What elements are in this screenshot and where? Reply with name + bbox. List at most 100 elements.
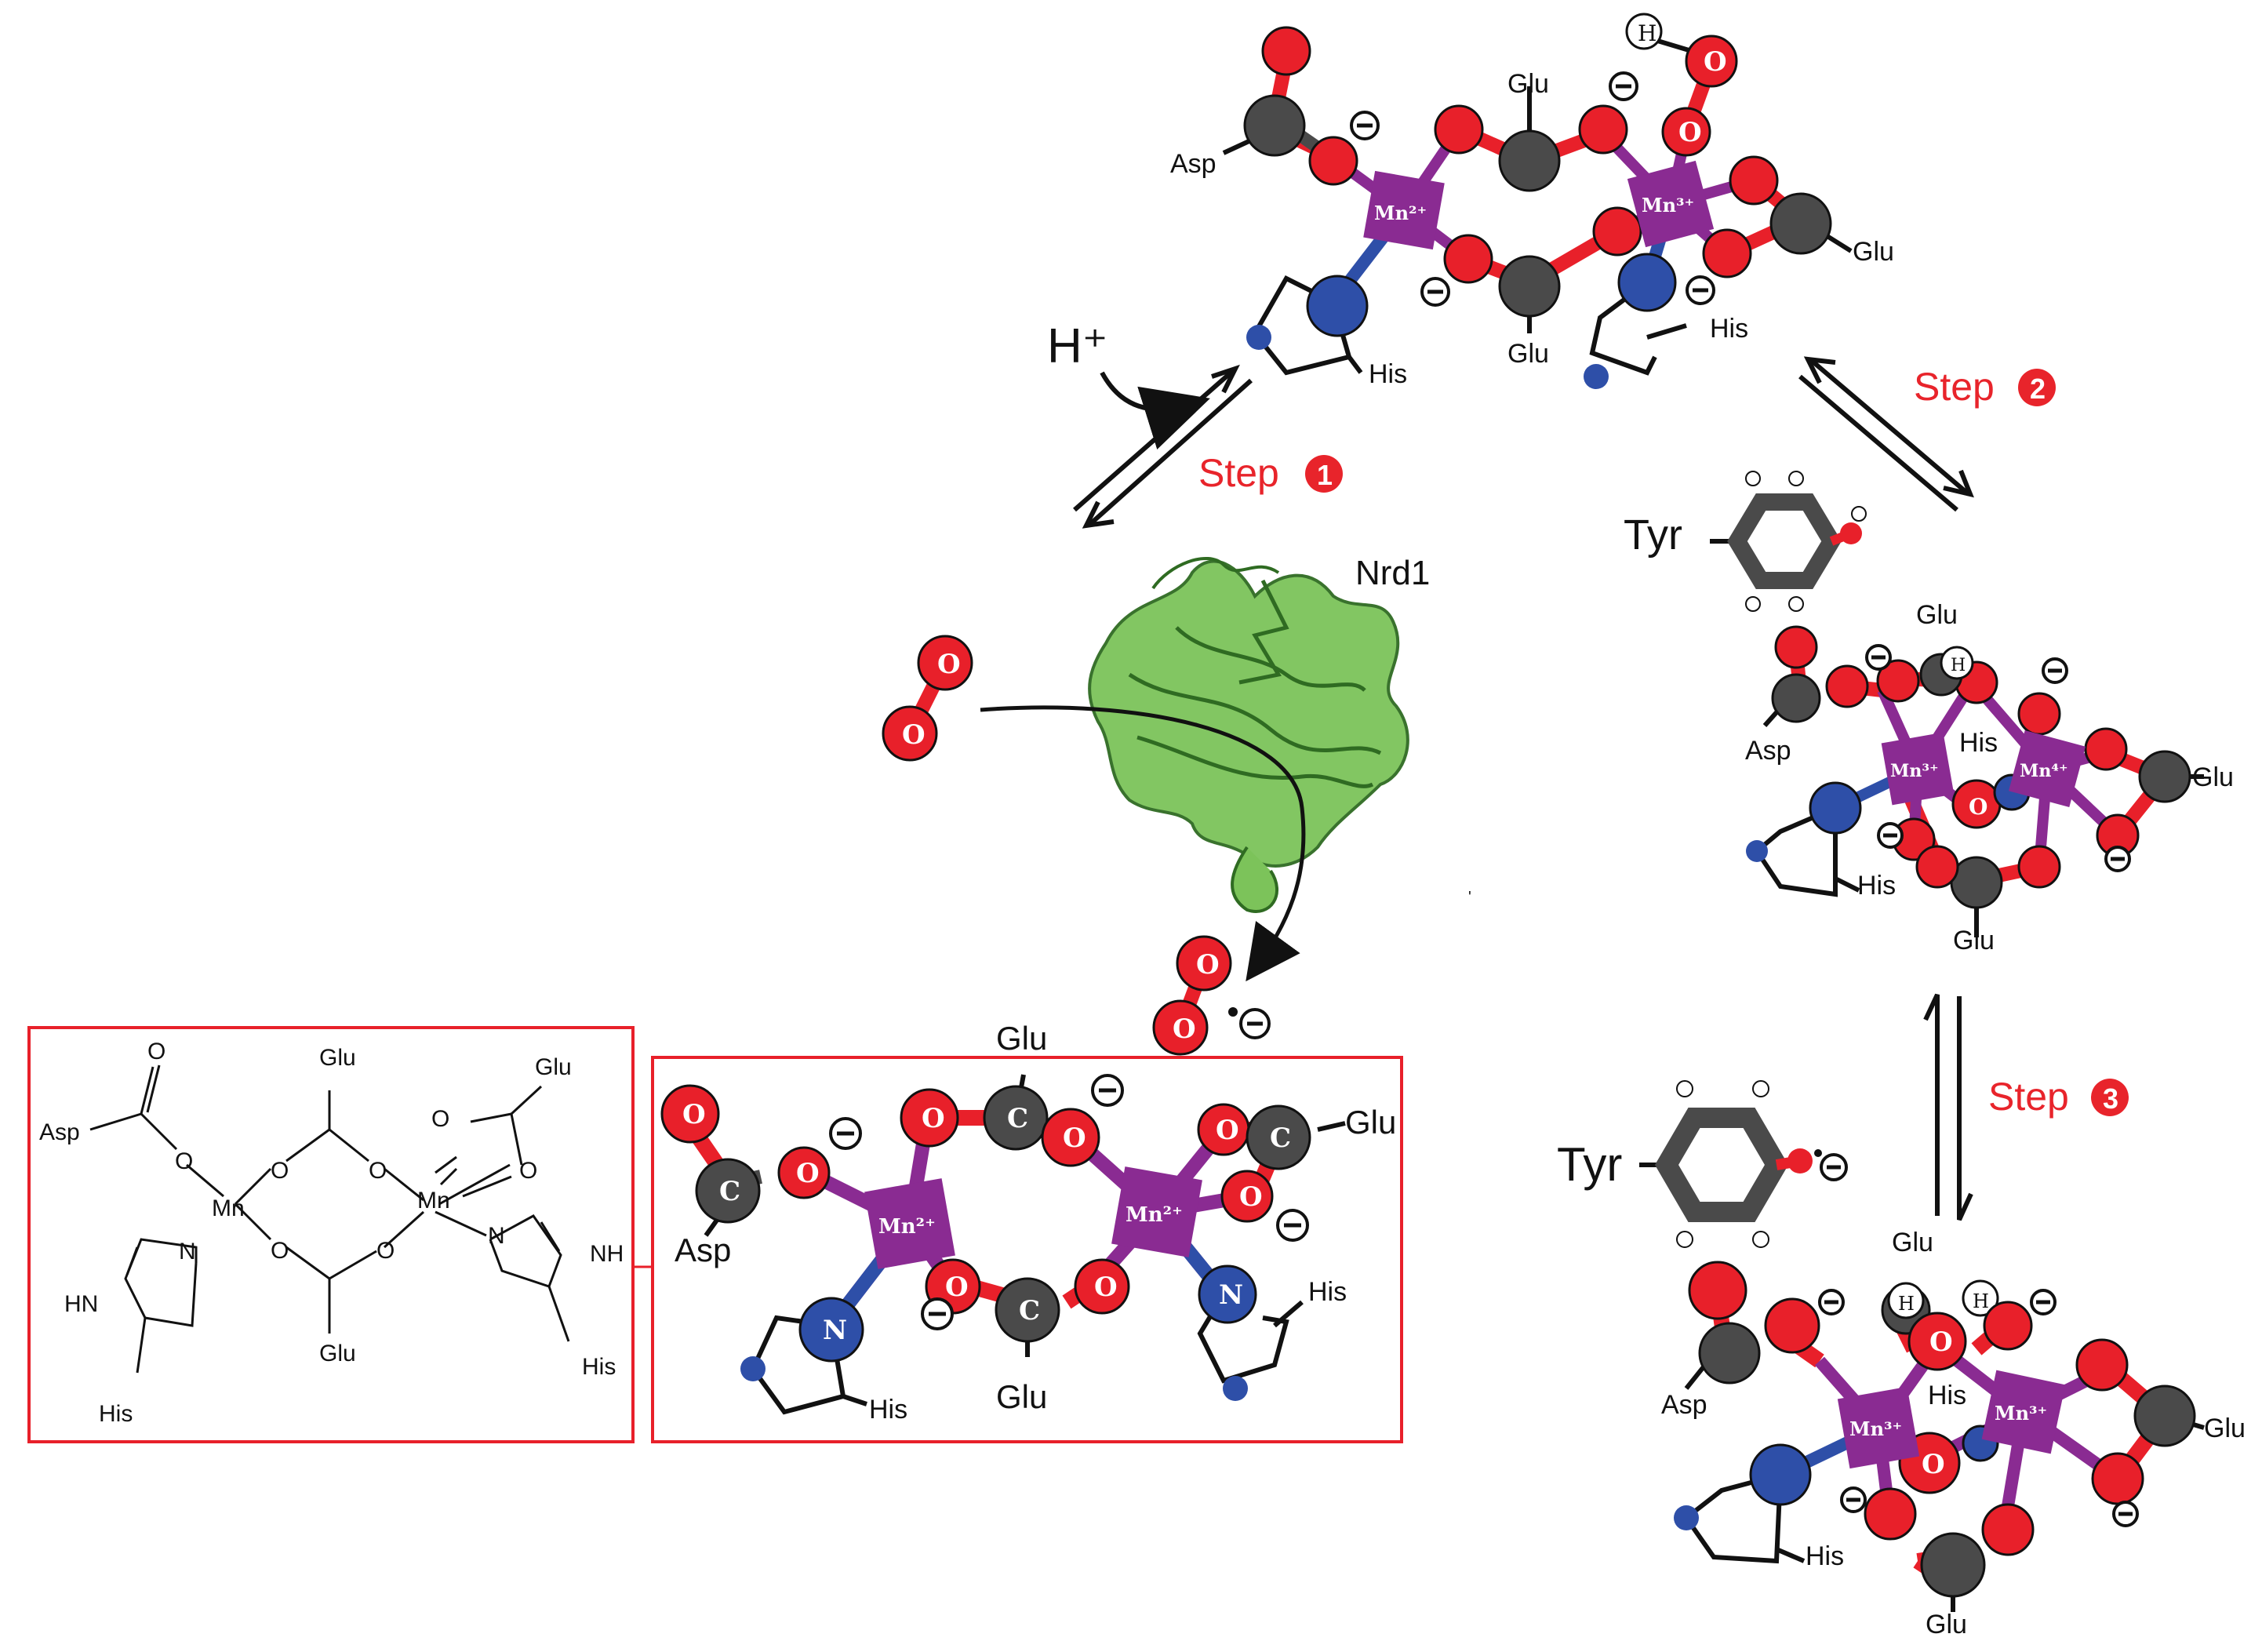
mn3-label-bottom-1: Mn³⁺ [1849, 1417, 1902, 1440]
o-label-sup-2: O [1196, 949, 1220, 981]
glu-label-box-3: Glu [1345, 1104, 1396, 1141]
tyr-radical: Tyr [1557, 1080, 1848, 1248]
mn-label-chem-1: Mn [212, 1195, 245, 1221]
nrd1-label: Nrd1 [1355, 554, 1430, 592]
his-label-bottom-1: His [1806, 1541, 1844, 1571]
glu-label-bottom-3: Glu [1926, 1610, 1967, 1639]
his-label-box-2: His [1308, 1277, 1347, 1307]
mn2-label-top: Mn²⁺ [1374, 202, 1427, 224]
glu-label-chem-1: Glu [319, 1045, 356, 1071]
his-label-top-2: His [1710, 314, 1748, 344]
charge-minus-icon [1818, 1289, 2139, 1527]
step2-number: 2 [2030, 373, 2046, 405]
o-label-o2-2: O [937, 649, 961, 680]
step3-number: 3 [2103, 1083, 2118, 1115]
tyr-label-2: Tyr [1557, 1138, 1622, 1191]
asp-label-top: Asp [1170, 149, 1216, 179]
o-label-box-2: O [796, 1158, 820, 1189]
o-label-chem-5: O [369, 1158, 387, 1184]
step1-badge [1305, 455, 1343, 493]
glu-label-chem-2: Glu [319, 1341, 356, 1366]
hn-label-chem: HN [64, 1291, 98, 1317]
o-label-top-2: O [1678, 117, 1702, 148]
left-box [27, 1026, 635, 1443]
step2-equilibrium: Step 2 [1798, 356, 2056, 512]
his-label-chem-2: His [582, 1354, 616, 1380]
o-label-box-5: O [945, 1272, 969, 1303]
step3-label: Step [1988, 1075, 2069, 1119]
stray-mark: ' [1468, 889, 1471, 906]
mn2-label-box-1: Mn²⁺ [878, 1215, 936, 1239]
o-label-bottom-2: O [1922, 1449, 1945, 1480]
step1-label: Step [1198, 451, 1279, 495]
step3-badge [2091, 1079, 2129, 1116]
his-label-mid-1: His [1857, 871, 1896, 901]
o-label-mid-bridge: O [1969, 794, 1987, 820]
reduction-arrow [980, 705, 1306, 982]
charge-minus-icon [829, 1074, 1309, 1330]
mn3-label-top: Mn³⁺ [1642, 194, 1694, 217]
o-label-chem-2: O [175, 1148, 193, 1174]
c-label-box-4: C [1270, 1123, 1291, 1154]
h-plus-label: H⁺ [1047, 319, 1108, 373]
step1-equilibrium: H⁺ Step 1 [1047, 319, 1343, 529]
o-label-box-8: O [1239, 1181, 1263, 1213]
o-label-box-3: O [922, 1103, 945, 1134]
c-label-box-2: C [1007, 1103, 1028, 1134]
skeletal-structure-panel: Asp O O Mn O O Glu Glu O O Mn O O Glu N … [27, 1026, 653, 1443]
c-label-box-1: C [719, 1176, 740, 1207]
glu-label-box-2: Glu [996, 1378, 1047, 1415]
o-label-box-7: O [1216, 1115, 1239, 1146]
glu-label-bottom-2: Glu [2204, 1414, 2246, 1443]
o-label-box-6: O [1094, 1272, 1118, 1303]
h-label-bottom-1: H [1898, 1293, 1915, 1315]
o-label-chem-6: O [376, 1238, 395, 1264]
h-label-mid: H [1951, 656, 1966, 675]
dioxygen: O O [882, 635, 973, 762]
o-label-chem-8: O [519, 1158, 537, 1184]
middle-box [651, 1056, 1403, 1443]
charge-minus-icon [1350, 71, 1715, 307]
o-label-box-1: O [682, 1099, 706, 1130]
resting-state-panel: Mn²⁺ Mn²⁺ O C O O C O O C O O C O N N As… [651, 1020, 1403, 1443]
nh-label-chem: NH [590, 1241, 624, 1267]
asp-label-chem: Asp [39, 1119, 80, 1145]
o-label-o2-1: O [902, 719, 926, 751]
bottom-right-complex: Mn³⁺ Mn³⁺ O O H H Asp Glu Glu Glu His Hi… [1661, 1228, 2246, 1639]
his-label-box-1: His [869, 1395, 907, 1425]
o-label-box-4: O [1063, 1123, 1086, 1154]
glu-label-top-1: Glu [1507, 69, 1549, 99]
step2-label: Step [1914, 365, 1995, 409]
o-label-sup-1: O [1173, 1013, 1196, 1045]
glu-label-bottom-1: Glu [1892, 1228, 1933, 1257]
his-label-mid-2: His [1959, 728, 1998, 758]
asp-label-mid: Asp [1745, 736, 1791, 766]
n-label-chem-1: N [179, 1239, 196, 1264]
glu-label-top-3: Glu [1853, 237, 1894, 267]
o-label-chem-4: O [271, 1238, 289, 1264]
tyr-phenol: Tyr [1624, 471, 1867, 612]
o-label-chem-3: O [271, 1158, 289, 1184]
o-label-chem-7: O [431, 1106, 449, 1132]
step1-number: 1 [1317, 459, 1333, 491]
glu-label-box-1: Glu [996, 1020, 1047, 1057]
glu-label-mid-3: Glu [1953, 926, 1995, 955]
asp-label-box: Asp [675, 1232, 731, 1268]
glu-label-mid-1: Glu [1916, 600, 1958, 630]
his-label-bottom-2: His [1928, 1381, 1966, 1410]
o-label-bottom-1: O [1929, 1326, 1953, 1358]
n-label-chem-2: N [488, 1223, 505, 1249]
top-complex: Mn²⁺ Mn³⁺ O O H Asp Glu Glu Glu His His [1170, 13, 1894, 389]
step2-badge [2018, 369, 2056, 406]
mn4-label-mid: Mn⁴⁺ [2020, 761, 2068, 781]
charge-minus-icon [1865, 644, 2131, 872]
nrd1-protein [1088, 556, 1409, 913]
mn-label-chem-2: Mn [417, 1188, 450, 1214]
superoxide: O O [1152, 935, 1271, 1056]
n-label-box-2: N [1219, 1279, 1243, 1311]
glu-label-mid-2: Glu [2192, 762, 2234, 792]
his-label-chem-1: His [99, 1401, 133, 1427]
his-label-top-1: His [1369, 359, 1407, 389]
step3-equilibrium: Step 3 [1923, 993, 2129, 1221]
